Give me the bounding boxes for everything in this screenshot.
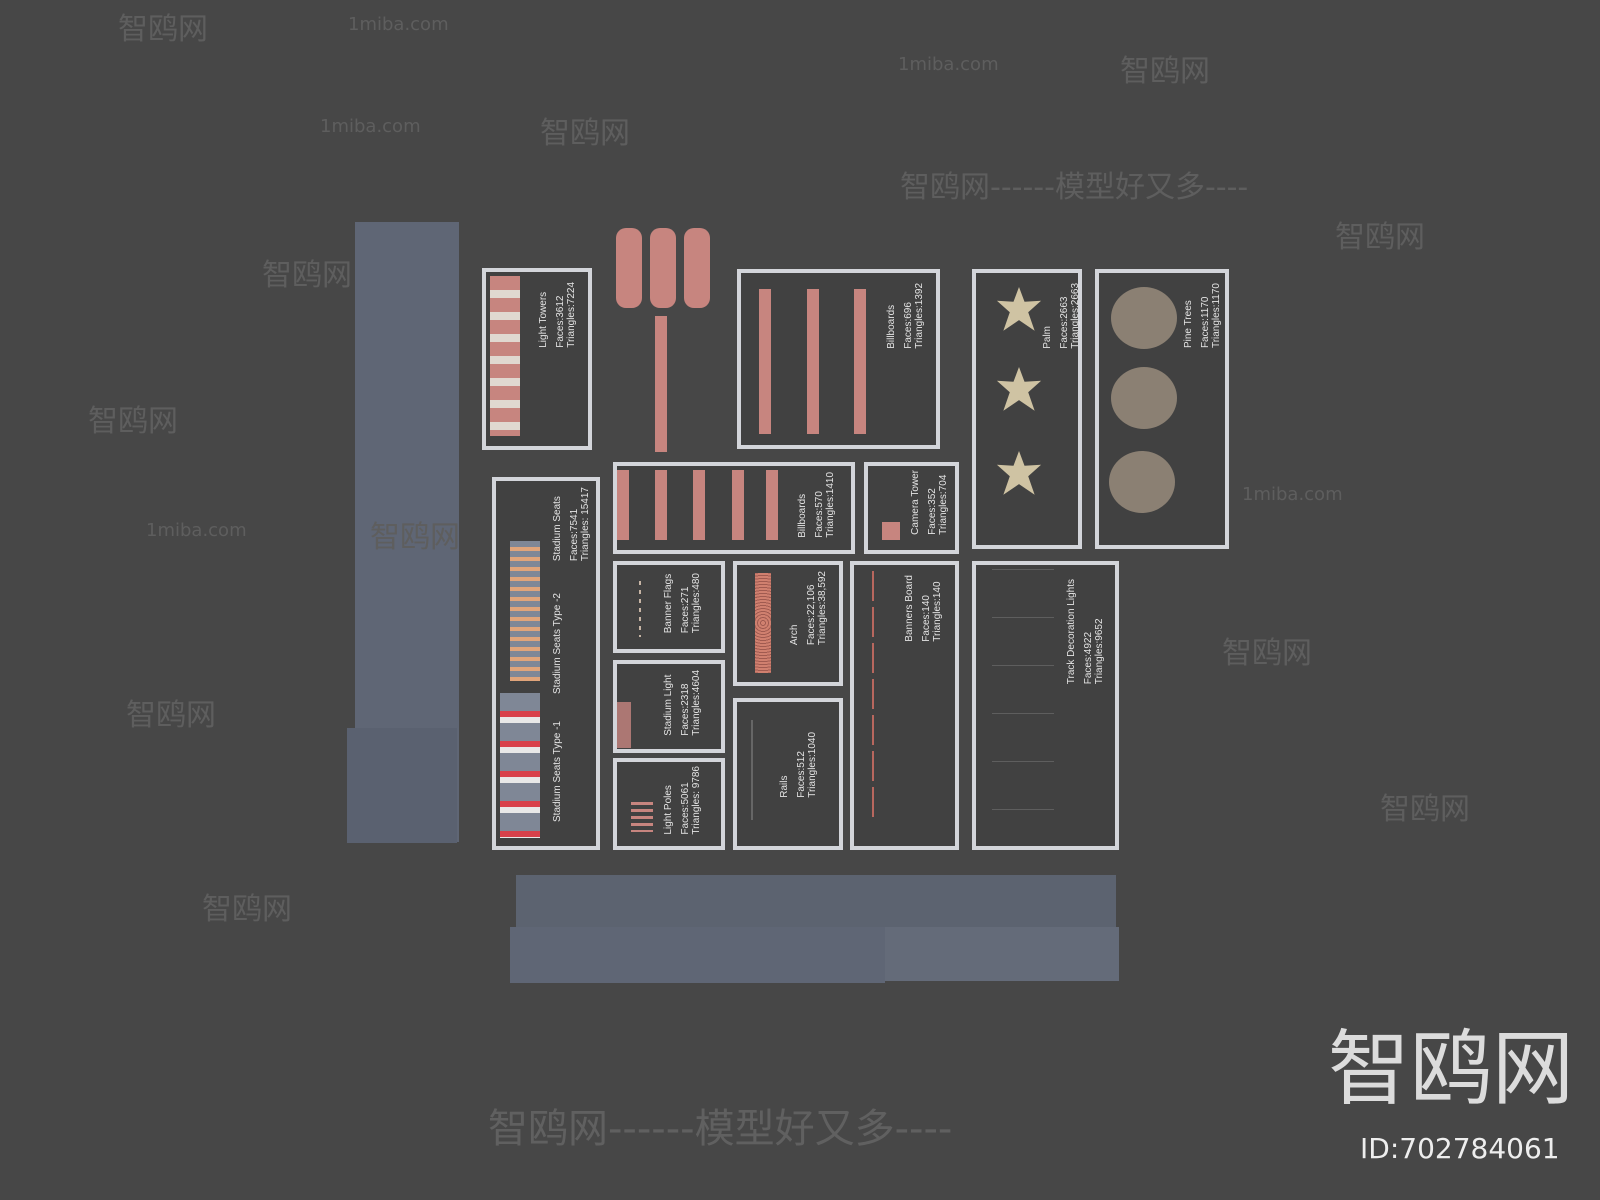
banner-flag-models: [639, 581, 641, 637]
banners-board-model: [872, 571, 874, 821]
watermark-text: 智鸥网: [1120, 54, 1210, 89]
billboard-model: [732, 470, 744, 540]
label-stadium-seats-type2: Stadium Seats Type -2: [552, 593, 563, 694]
watermark-text: 1miba.com: [146, 520, 247, 541]
billboard-model: [807, 289, 819, 434]
watermark-text: 智鸥网: [262, 258, 352, 293]
light-pole-models: [631, 802, 653, 832]
watermark-text: 1miba.com: [320, 116, 421, 137]
watermark-text: 智鸥网: [1335, 220, 1425, 255]
arch-model: [755, 573, 771, 673]
light-tower-models: [490, 276, 520, 436]
label-stadium-seats-type1: Stadium Seats Type -1: [552, 721, 563, 822]
palm-model: [996, 367, 1042, 411]
billboard-model: [759, 289, 771, 434]
billboard-model: [655, 470, 667, 540]
stadium-light-model: [617, 702, 631, 748]
rail-model: [751, 720, 753, 820]
watermark-slogan-bottom: 智鸥网------模型好又多----: [488, 1106, 953, 1152]
camera-tower-model: [882, 522, 900, 540]
billboard-model: [617, 470, 629, 540]
stadium-seats-type2-models: [510, 541, 540, 681]
stadium-seats-type1-models: [500, 693, 540, 838]
watermark-text: 智鸥网: [1380, 792, 1470, 827]
gantry-model: [655, 316, 667, 452]
tire-model: [684, 228, 710, 308]
pine-tree-model: [1111, 287, 1177, 349]
stand-building-bottom: [516, 875, 1116, 927]
watermark-text: 智鸥网------模型好又多----: [900, 170, 1249, 205]
watermark-text: 1miba.com: [1242, 484, 1343, 505]
stand-building-bottom-front-right: [885, 927, 1119, 981]
watermark-text: 智鸥网: [118, 12, 208, 47]
watermark-text: 智鸥网: [1222, 636, 1312, 671]
watermark-text: 智鸥网: [370, 520, 460, 555]
pine-tree-model: [1109, 451, 1175, 513]
watermark-logo: 智鸥网: [1328, 1022, 1575, 1117]
pine-tree-model: [1111, 367, 1177, 429]
palm-model: [996, 451, 1042, 495]
watermark-text: 智鸥网: [540, 116, 630, 151]
watermark-text: 智鸥网: [88, 404, 178, 439]
palm-model: [996, 287, 1042, 331]
watermark-text: 智鸥网: [126, 698, 216, 733]
stand-building-bottom-front: [510, 927, 885, 983]
billboard-model: [766, 470, 778, 540]
watermark-id: ID:702784061: [1360, 1132, 1560, 1165]
tire-model: [616, 228, 642, 308]
billboard-model: [693, 470, 705, 540]
watermark-text: 1miba.com: [348, 14, 449, 35]
watermark-text: 智鸥网: [202, 892, 292, 927]
watermark-text: 1miba.com: [898, 54, 999, 75]
billboard-model: [854, 289, 866, 434]
stand-building-left-base: [347, 728, 457, 843]
track-decoration-light-models: [992, 569, 1054, 844]
tire-model: [650, 228, 676, 308]
